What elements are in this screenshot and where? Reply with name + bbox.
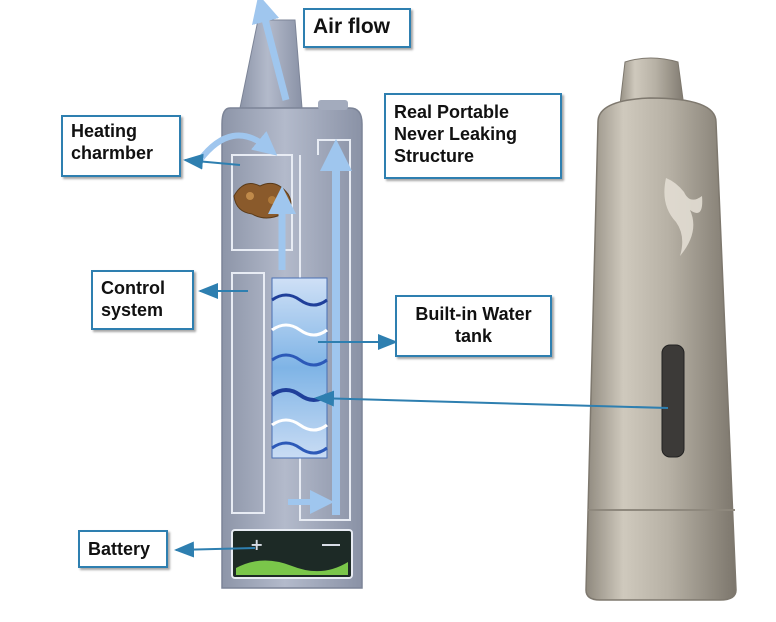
battery-charge <box>236 560 348 575</box>
water-window <box>661 344 685 458</box>
heat-arrow <box>197 131 278 162</box>
top-cap <box>318 100 348 110</box>
water-wave <box>271 323 328 337</box>
structure-label: Real Portable Never Leaking Structure <box>384 93 562 179</box>
heating-pointer <box>183 153 241 170</box>
water-wave <box>271 418 328 432</box>
control-system-label: Control system <box>91 270 194 330</box>
battery-plus-icon: + <box>250 535 263 554</box>
product-photo <box>585 57 737 601</box>
water-tank-label: Built-in Water tank <box>395 295 552 357</box>
water-wave <box>271 353 328 367</box>
control-system-outline <box>231 272 265 514</box>
herb-detail <box>246 192 254 200</box>
flame-logo-icon <box>664 178 703 256</box>
air-flow-label: Air flow <box>303 8 411 48</box>
cutaway-device: + <box>197 0 363 589</box>
herb-detail <box>268 196 276 204</box>
battery-pointer <box>174 541 256 558</box>
pointer-arrows <box>174 153 669 558</box>
battery-label: Battery <box>78 530 168 568</box>
water-wave <box>271 293 328 307</box>
product-body <box>585 97 737 601</box>
airflow-arrow <box>251 0 290 101</box>
window-pointer <box>314 390 669 409</box>
airflow-channel-outline <box>299 139 351 521</box>
heating-chamber-label: Heating charmber <box>61 115 181 177</box>
water-wave <box>271 441 328 455</box>
